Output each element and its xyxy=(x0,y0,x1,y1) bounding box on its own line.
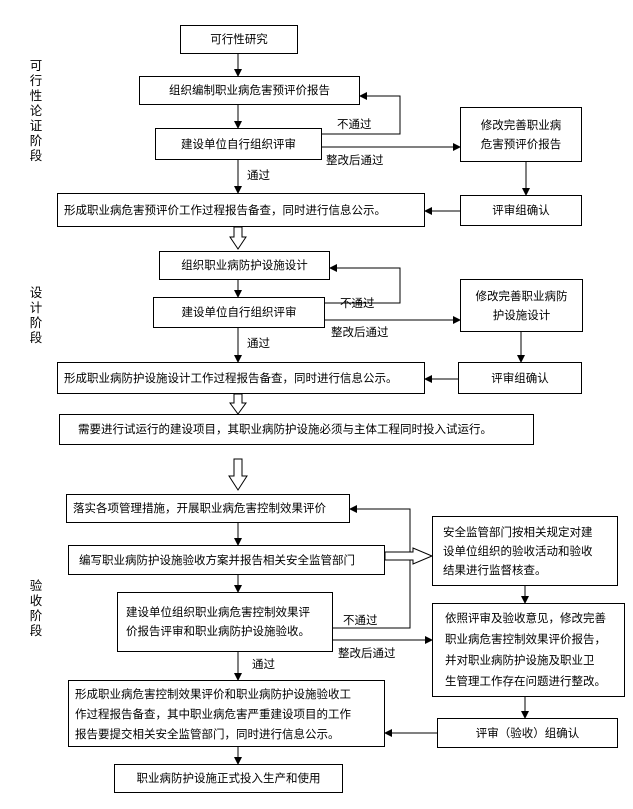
feasibility-study-box: 可行性研究 xyxy=(180,25,298,54)
arrow-fail-loop-2 xyxy=(325,264,401,304)
expert-confirm-1-box: 评审组确认 xyxy=(460,195,582,226)
phase-acceptance-label: 验 收 阶 段 xyxy=(29,578,43,638)
block-arrow-to-design-phase xyxy=(229,226,247,250)
protection-design-box: 组织职业病防护设施设计 xyxy=(159,251,330,280)
block-arrow-to-acceptance-phase xyxy=(228,458,248,491)
phase-feasibility-label: 可 行 性 论 证 阶 段 xyxy=(29,58,43,163)
supervision-check-box: 安全监管部门按相关规定对建 设单位组织的验收活动和验收 结果进行监督核查。 xyxy=(432,516,618,586)
fail-label-1: 不通过 xyxy=(337,117,372,131)
block-arrow-to-trial-operation xyxy=(229,393,247,415)
pass-label-3: 通过 xyxy=(252,657,275,671)
rectify-pass-label-1: 整改后通过 xyxy=(326,153,384,167)
expert-confirm-2-box: 评审组确认 xyxy=(458,362,582,394)
revise-pre-eval-report-box: 修改完善职业病 危害预评价报告 xyxy=(460,107,582,162)
rectify-pass-label-3: 整改后通过 xyxy=(338,646,396,660)
unit-review-1-box: 建设单位自行组织评审 xyxy=(155,128,322,160)
revise-protection-design-box: 修改完善职业病防 护设施设计 xyxy=(460,279,583,332)
rectify-pass-label-2: 整改后通过 xyxy=(331,325,389,339)
fail-label-3: 不通过 xyxy=(343,613,378,627)
prepare-pre-eval-report-box: 组织编制职业病危害预评价报告 xyxy=(139,76,360,105)
phase-design-label: 设 计 阶 段 xyxy=(29,285,43,345)
pass-label-2: 通过 xyxy=(247,336,270,350)
pre-eval-filing-box: 形成职业病危害预评价工作过程报告备查，同时进行信息公示。 xyxy=(57,193,425,227)
fail-label-2: 不通过 xyxy=(340,296,375,310)
unit-review-2-box: 建设单位自行组织评审 xyxy=(153,297,325,328)
arrow-fail-loop-1 xyxy=(322,92,401,135)
expert-confirm-3-box: 评审（验收）组确认 xyxy=(437,718,618,748)
arrow-fail-loop-3 xyxy=(333,505,411,629)
unit-acceptance-box: 建设单位组织职业病危害控制效果评 价报告评审和职业病防护设施验收。 xyxy=(117,592,333,652)
trial-operation-box: 需要进行试运行的建设项目，其职业病防护设施必须与主体工程同时投入试运行。 xyxy=(59,414,534,445)
formal-operation-box: 职业病防护设施正式投入生产和使用 xyxy=(114,764,343,793)
design-filing-box: 形成职业病防护设施设计工作过程报告备查，同时进行信息公示。 xyxy=(57,362,425,394)
block-arrow-to-supervision xyxy=(384,547,434,565)
acceptance-plan-box: 编写职业病防护设施验收方案并报告相关安全监管部门 xyxy=(68,545,385,575)
control-effect-filing-box: 形成职业病危害控制效果评价和职业病防护设施验收工 作过程报告备查，其中职业病危害… xyxy=(68,680,385,747)
rectification-box: 依照评审及验收意见，修改完善 职业病危害控制效果评价报告， 并对职业病防护设施及… xyxy=(432,603,625,697)
implement-measures-box: 落实各项管理措施，开展职业病危害控制效果评价 xyxy=(66,494,350,523)
pass-label-1: 通过 xyxy=(247,168,270,182)
